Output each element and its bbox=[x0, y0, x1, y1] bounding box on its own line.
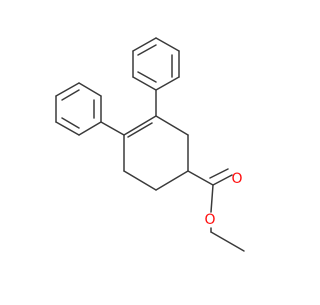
ph-left-bond-3 bbox=[78, 121, 102, 136]
ph-top-bond-6-inner bbox=[137, 44, 157, 56]
ph-left-bond-6-inner bbox=[61, 89, 80, 101]
atom-label-group: O O bbox=[204, 171, 242, 228]
ring-bond-1 bbox=[123, 115, 157, 136]
ring-bond-4 bbox=[155, 170, 189, 191]
ph-top-bond-1 bbox=[155, 37, 180, 52]
ph-top-bond-3 bbox=[155, 76, 180, 91]
ph-top-bond-4 bbox=[132, 76, 157, 91]
carbonyl-bond-inner bbox=[209, 168, 229, 179]
ph-top-bond-6 bbox=[132, 37, 157, 52]
molecule-svg: O O bbox=[55, 37, 245, 252]
ring-bond-1-inner bbox=[127, 122, 153, 138]
ester-link bbox=[187, 170, 214, 186]
ring-bond-2 bbox=[155, 115, 189, 136]
bond-group bbox=[55, 37, 245, 252]
ph-left-bond-4-inner bbox=[61, 117, 80, 129]
ring-bond-5 bbox=[123, 170, 157, 191]
ph-left-bond-1 bbox=[78, 82, 102, 97]
ph-left-bond-6 bbox=[55, 82, 80, 97]
link-left-phenyl bbox=[100, 121, 125, 136]
ethyl-bond bbox=[210, 231, 245, 252]
ester-o-bond bbox=[210, 184, 214, 213]
carbonyl-oxygen-label: O bbox=[231, 171, 242, 187]
ph-left-bond-4 bbox=[55, 121, 80, 136]
carbonyl-bond bbox=[212, 174, 233, 186]
ester-oxygen-label: O bbox=[204, 212, 215, 228]
ph-top-bond-4-inner bbox=[137, 71, 157, 83]
molecule-diagram: O O bbox=[55, 37, 245, 252]
